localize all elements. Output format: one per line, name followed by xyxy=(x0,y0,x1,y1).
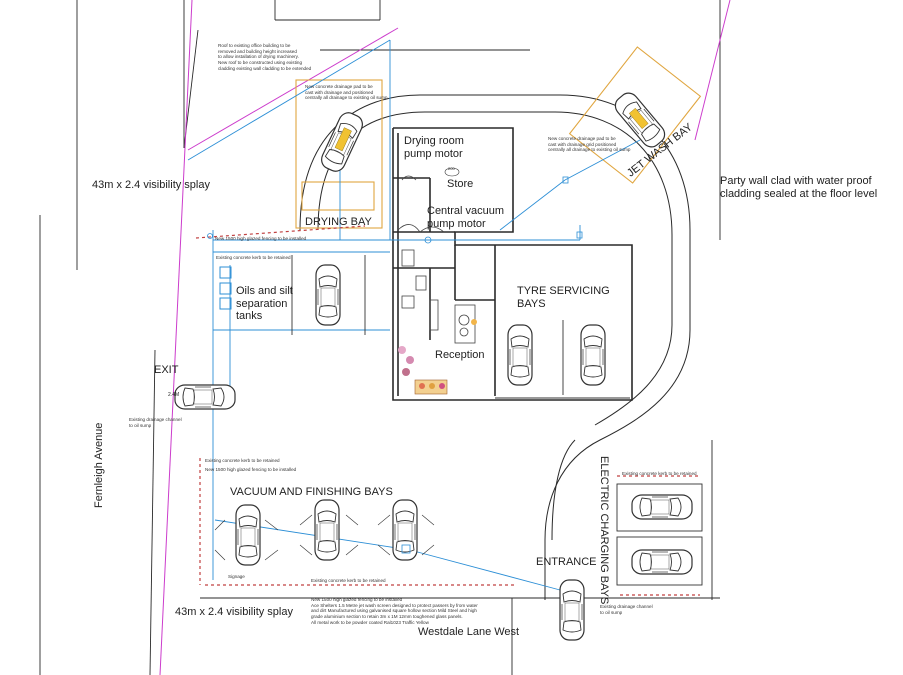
channel-note-right: Existing drainage channel to oil sump xyxy=(600,604,653,615)
roof-note: Roof to existing office building to be r… xyxy=(218,43,312,71)
car-parking-left xyxy=(315,264,341,326)
property-line xyxy=(159,0,731,675)
car-jet-wash xyxy=(610,88,670,152)
car-entrance xyxy=(559,579,585,641)
car-drying-bay xyxy=(317,109,367,175)
channel-note-left: Existing drainage channel to oil sump xyxy=(129,417,182,428)
fence-note-mid: New 1500 high glazed fencing to be insta… xyxy=(205,467,297,472)
westdale-lane-label: Westdale Lane West xyxy=(418,626,520,638)
signage-note: Signage xyxy=(228,574,245,579)
vacuum-arms xyxy=(214,514,435,561)
car-tyre-2 xyxy=(580,324,606,386)
car-charging-2 xyxy=(631,549,693,575)
car-exit xyxy=(174,384,236,410)
marker-points xyxy=(207,176,583,554)
central-vacuum-label: Central vacuum pump motor xyxy=(427,205,505,230)
drying-drainage-note: New concrete drainage pad to be cast wit… xyxy=(305,84,388,101)
interior-fixtures xyxy=(397,175,476,344)
party-wall-label: Party wall clad with water proof claddin… xyxy=(720,175,878,200)
tyre-servicing-label: TYRE SERVICING BAYS xyxy=(517,285,610,310)
oils-tanks-label: Oils and silt separation tanks xyxy=(236,285,293,323)
electric-charging-label: ELECTRIC CHARGING BAYS xyxy=(598,456,610,605)
glazed-fencing xyxy=(195,225,700,596)
car-vacuum-1 xyxy=(235,504,261,566)
reception-label: Reception xyxy=(435,349,485,361)
car-vacuum-2 xyxy=(314,499,340,561)
drying-bay-label: DRYING BAY xyxy=(305,216,372,228)
kerb-note-top: Existing concrete kerb to be retained xyxy=(216,255,291,260)
building-outline xyxy=(392,127,633,401)
store-label: Store xyxy=(447,178,474,190)
reception-furniture xyxy=(398,319,477,395)
vacuum-bays-label: VACUUM AND FINISHING BAYS xyxy=(230,486,393,498)
kerb-note-right: Existing concrete kerb to be retained xyxy=(622,471,697,476)
exit-label: EXIT xyxy=(154,364,179,376)
fence-note-top: New 1500 high glazed fencing to be insta… xyxy=(215,236,307,241)
car-tyre-1 xyxy=(507,324,533,386)
exit-width-label: 2.4M xyxy=(168,392,180,398)
parking-bays xyxy=(291,255,703,586)
store-symbol xyxy=(444,167,460,177)
kerb-note-mid: Existing concrete kerb to be retained xyxy=(205,458,280,463)
store-tag: 200 xyxy=(448,166,455,171)
bay-pads xyxy=(295,46,702,229)
jet-drainage-note: New concrete drainage pad to be cast wit… xyxy=(548,136,631,153)
entrance-label: ENTRANCE xyxy=(536,556,597,568)
car-charging-1 xyxy=(631,494,693,520)
car-vacuum-3 xyxy=(392,499,418,561)
fernleigh-avenue-label: Fernleigh Avenue xyxy=(93,422,105,508)
drying-room-label: Drying room pump motor xyxy=(404,135,464,160)
visibility-splay-top: 43m x 2.4 visibility splay xyxy=(92,179,210,191)
separation-tanks xyxy=(219,266,232,310)
visibility-splay-bottom: 43m x 2.4 visibility splay xyxy=(175,606,293,618)
fence-spec-note: New 1500 high glazed fencing to be insta… xyxy=(311,597,478,625)
kerb-note-bottom: Existing concrete kerb to be retained xyxy=(311,578,386,583)
